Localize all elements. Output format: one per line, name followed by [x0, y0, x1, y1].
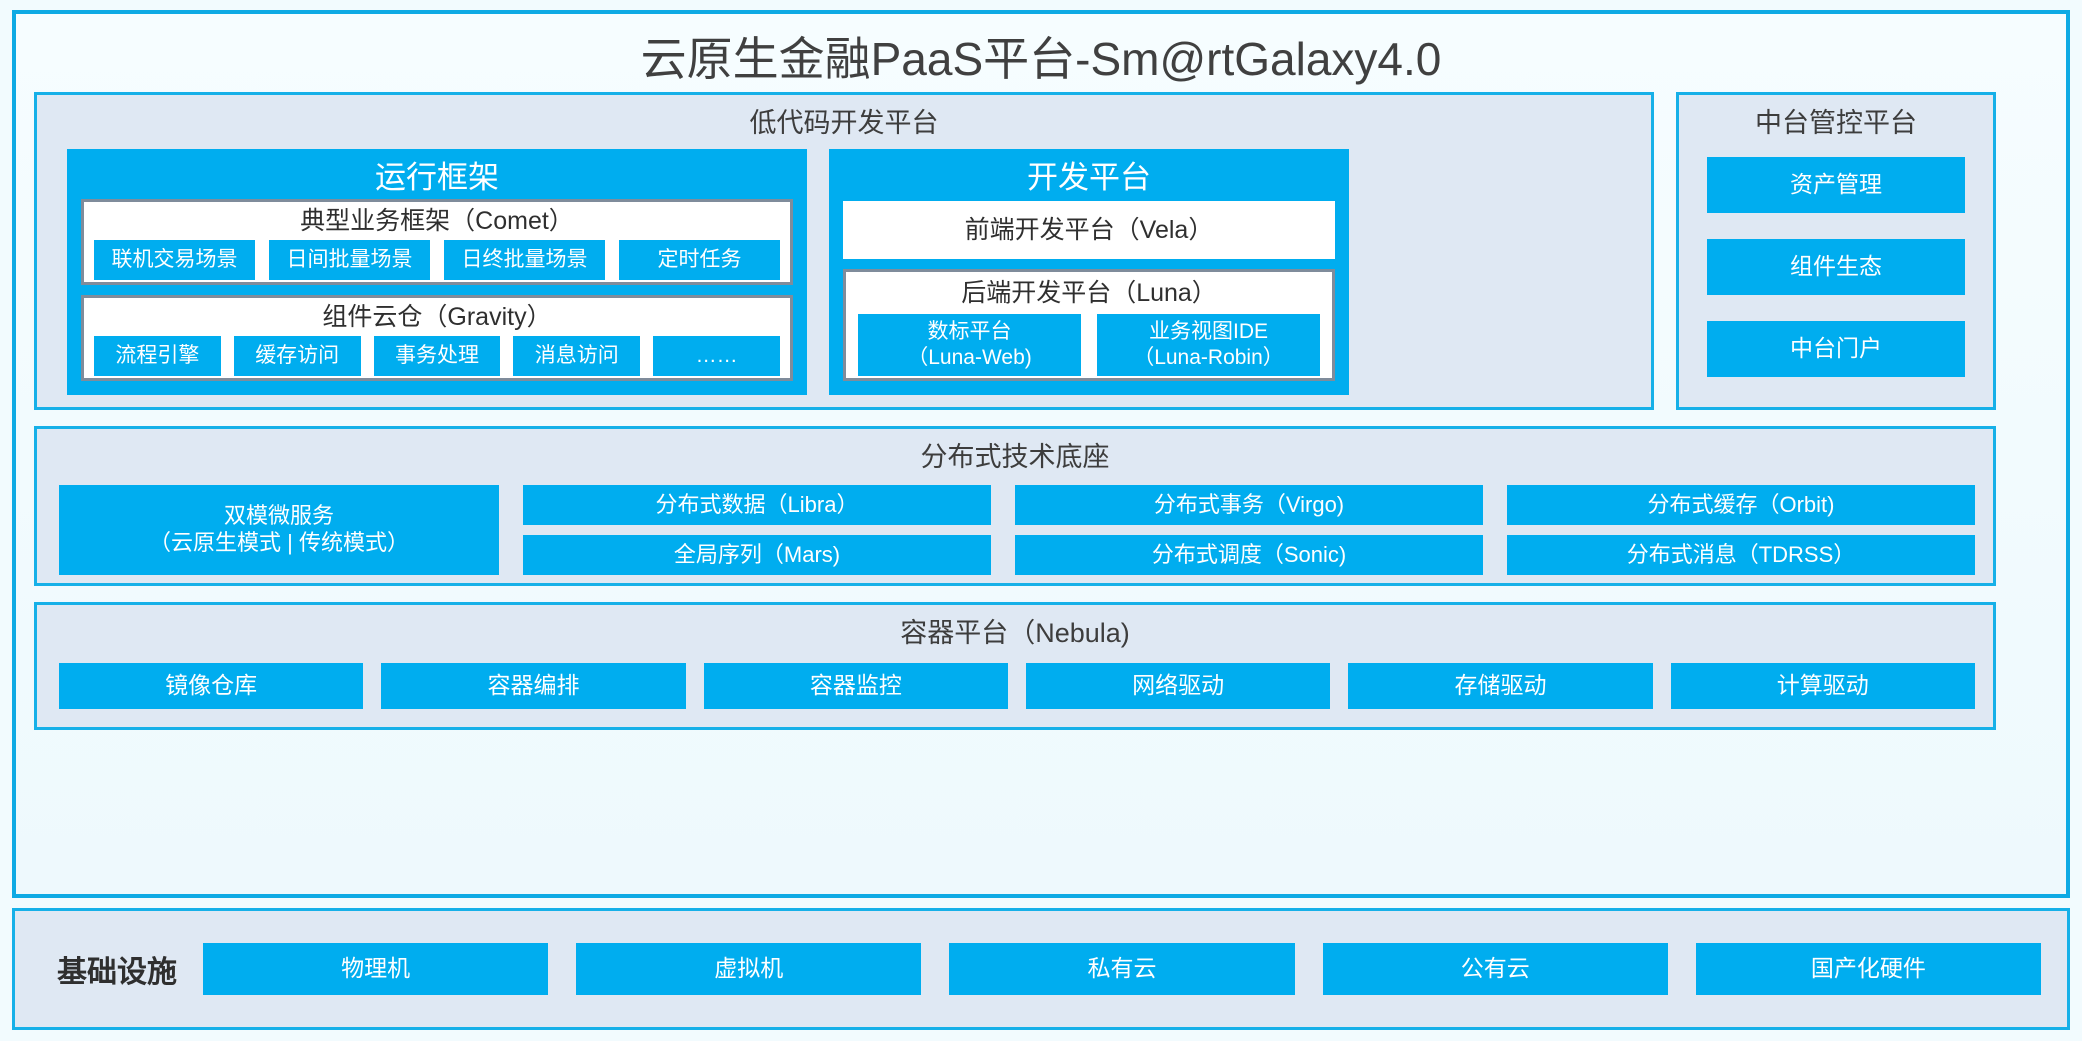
frontend-platform-box[interactable]: 前端开发平台（Vela） [843, 201, 1335, 259]
dual-mode-line1: 双模微服务 [223, 503, 334, 529]
runtime-framework-block: 运行框架 典型业务框架（Comet） 联机交易场景 日间批量场景 日终批量场景 … [67, 149, 807, 395]
console-item-component-ecosystem[interactable]: 组件生态 [1707, 239, 1965, 295]
comet-item-online-transaction[interactable]: 联机交易场景 [94, 240, 255, 280]
comet-title: 典型业务框架（Comet） [300, 207, 574, 235]
platform-main-frame: 云原生金融PaaS平台-Sm@rtGalaxy4.0 低代码开发平台 运行框架 … [12, 10, 2070, 898]
infrastructure-item-physical-machine[interactable]: 物理机 [203, 943, 549, 995]
distributed-item-sonic[interactable]: 分布式调度（Sonic) [1015, 535, 1483, 575]
gravity-item-transaction-processing[interactable]: 事务处理 [373, 336, 501, 376]
container-item-network-driver[interactable]: 网络驱动 [1025, 663, 1331, 709]
page-title: 云原生金融PaaS平台-Sm@rtGalaxy4.0 [640, 33, 1442, 85]
container-item-orchestration[interactable]: 容器编排 [381, 663, 686, 709]
dual-mode-line2: （云原生模式 | 传统模式） [149, 530, 409, 555]
comet-item-eod-batch[interactable]: 日终批量场景 [444, 240, 605, 280]
distributed-item-dual-mode-microservice[interactable]: 双模微服务 （云原生模式 | 传统模式） [59, 485, 499, 575]
development-platform-block: 开发平台 前端开发平台（Vela） 后端开发平台（Luna） 数标平台 （Lun… [829, 149, 1349, 395]
gravity-item-message-access[interactable]: 消息访问 [513, 336, 641, 376]
infrastructure-item-domestic-hardware[interactable]: 国产化硬件 [1695, 943, 2042, 995]
frontend-platform-label: 前端开发平台（Vela） [964, 216, 1214, 244]
distributed-item-mars[interactable]: 全局序列（Mars) [523, 535, 991, 575]
gravity-item-more[interactable]: …… [653, 336, 780, 376]
distributed-foundation-title: 分布式技术底座 [920, 442, 1110, 472]
lowcode-platform-title: 低代码开发平台 [749, 108, 939, 138]
console-platform-title: 中台管控平台 [1755, 108, 1917, 138]
console-item-asset-management[interactable]: 资产管理 [1707, 157, 1965, 213]
infrastructure-item-public-cloud[interactable]: 公有云 [1322, 943, 1668, 995]
comet-item-intraday-batch[interactable]: 日间批量场景 [269, 240, 430, 280]
comet-box: 典型业务框架（Comet） 联机交易场景 日间批量场景 日终批量场景 定时任务 [81, 199, 793, 285]
backend-item-luna-web[interactable]: 数标平台 （Luna-Web) [858, 314, 1081, 376]
infrastructure-label: 基础设施 [57, 956, 177, 989]
infrastructure-item-virtual-machine[interactable]: 虚拟机 [576, 943, 922, 995]
distributed-foundation-panel: 分布式技术底座 双模微服务 （云原生模式 | 传统模式） 分布式数据（Libra… [34, 426, 1996, 586]
distributed-item-virgo[interactable]: 分布式事务（Virgo) [1015, 485, 1483, 525]
backend-item-luna-web-line1: 数标平台 [927, 320, 1012, 344]
container-platform-title: 容器平台（Nebula) [900, 618, 1130, 648]
container-item-compute-driver[interactable]: 计算驱动 [1670, 663, 1975, 709]
infrastructure-item-private-cloud[interactable]: 私有云 [949, 943, 1295, 995]
distributed-item-libra[interactable]: 分布式数据（Libra） [523, 485, 991, 525]
gravity-box: 组件云仓（Gravity） 流程引擎 缓存访问 事务处理 消息访问 …… [81, 295, 793, 381]
gravity-item-process-engine[interactable]: 流程引擎 [94, 336, 221, 376]
distributed-item-tdrss[interactable]: 分布式消息（TDRSS） [1507, 535, 1975, 575]
distributed-item-orbit[interactable]: 分布式缓存（Orbit) [1507, 485, 1975, 525]
container-item-image-registry[interactable]: 镜像仓库 [59, 663, 364, 709]
backend-platform-box: 后端开发平台（Luna） 数标平台 （Luna-Web) 业务视图IDE （Lu… [843, 269, 1335, 381]
backend-platform-title: 后端开发平台（Luna） [961, 279, 1217, 307]
infrastructure-items: 物理机 虚拟机 私有云 公有云 国产化硬件 [203, 943, 2067, 995]
infrastructure-panel: 基础设施 物理机 虚拟机 私有云 公有云 国产化硬件 [12, 908, 2070, 1030]
container-item-monitoring[interactable]: 容器监控 [703, 663, 1008, 709]
gravity-title: 组件云仓（Gravity） [322, 303, 552, 331]
comet-item-scheduled-task[interactable]: 定时任务 [619, 240, 780, 280]
backend-item-luna-robin-line1: 业务视图IDE [1148, 320, 1268, 344]
backend-item-luna-robin[interactable]: 业务视图IDE （Luna-Robin） [1097, 314, 1320, 376]
container-item-storage-driver[interactable]: 存储驱动 [1348, 663, 1653, 709]
runtime-framework-title: 运行框架 [375, 160, 499, 195]
console-item-console-portal[interactable]: 中台门户 [1707, 321, 1965, 377]
backend-item-luna-robin-line2: （Luna-Robin） [1133, 346, 1284, 369]
gravity-item-cache-access[interactable]: 缓存访问 [233, 336, 361, 376]
development-platform-title: 开发平台 [1027, 160, 1151, 195]
container-platform-panel: 容器平台（Nebula) 镜像仓库 容器编排 容器监控 网络驱动 存储驱动 计算… [34, 602, 1996, 730]
backend-item-luna-web-line2: （Luna-Web) [907, 346, 1032, 369]
lowcode-platform-panel: 低代码开发平台 运行框架 典型业务框架（Comet） 联机交易场景 日间批量场景… [34, 92, 1654, 410]
console-platform-panel: 中台管控平台 资产管理 组件生态 中台门户 [1676, 92, 1996, 410]
